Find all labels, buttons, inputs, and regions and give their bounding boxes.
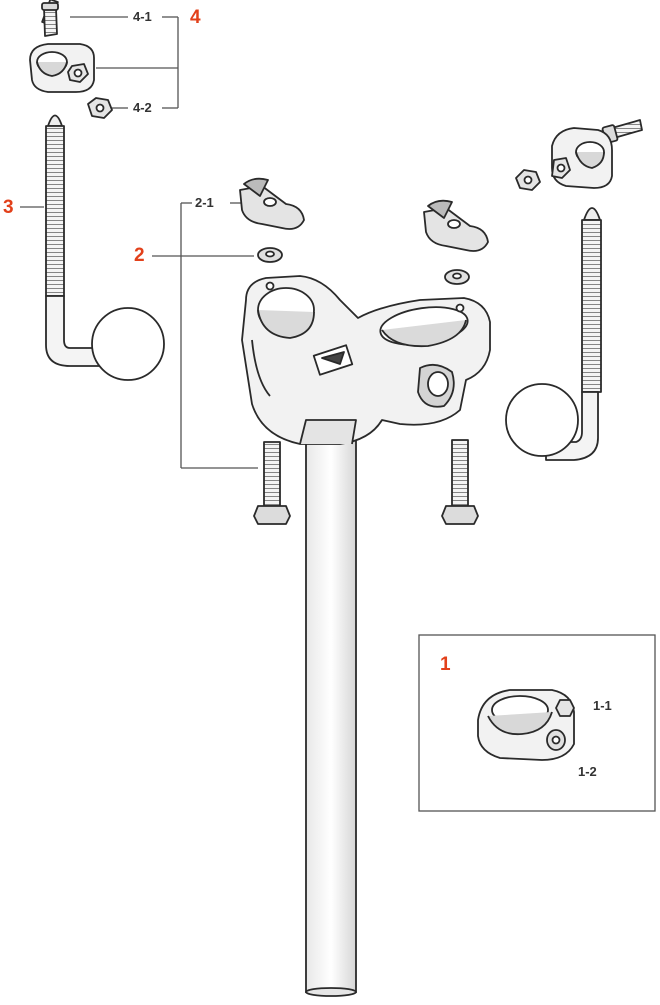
cap-right [423,199,489,252]
main-post-tube [305,419,357,997]
part-1-clamp-ring [477,689,575,761]
part-4-clamp-assembly [29,0,113,119]
logo-mark-icon [321,351,345,365]
part-2-1-cap-left [239,177,305,230]
callout-4-1: 4-1 [133,9,152,24]
main-bracket [241,275,491,445]
callout-4-2: 4-2 [133,100,152,115]
bolt-left [253,441,291,525]
clamp-icon [551,127,613,189]
right-clamp-assembly [515,119,643,191]
part-3-mirror-arm-left [45,114,165,381]
callout-2: 2 [134,245,145,266]
callout-2-1: 2-1 [195,195,214,210]
callout-3: 3 [3,197,14,218]
nut-icon [515,169,541,191]
nut-4-2-icon [87,97,113,119]
bolt-1-2-icon [546,729,566,751]
callout-4: 4 [190,7,201,28]
ball-joint-icon [505,383,579,457]
bolt-4-1-icon [41,0,59,37]
part-2-washer-left [257,247,283,263]
ball-joint-icon [91,307,165,381]
mirror-arm-right [505,207,602,461]
clamp-4-icon [29,43,95,93]
callout-1-1: 1-1 [593,698,612,713]
bolt-right [441,439,479,525]
callout-1: 1 [440,654,451,675]
washer-right [444,269,470,285]
callout-1-2: 1-2 [578,764,597,779]
nut-1-1-icon [555,699,575,717]
